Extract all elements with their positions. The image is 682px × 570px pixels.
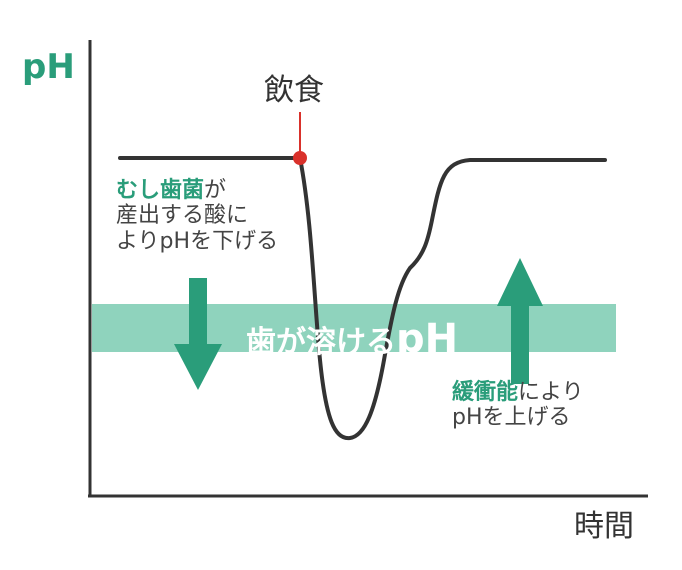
band-label: 歯が溶けるpH: [246, 316, 458, 362]
y-axis-label: pH: [22, 47, 75, 87]
ph-curve: [118, 156, 607, 441]
event-marker: [293, 151, 307, 165]
buffer-note-rest: により: [518, 380, 584, 405]
acid-note-line3: よりpHを下げる: [116, 228, 279, 254]
buffer-note: 緩衝能により pHを上げる: [452, 380, 584, 431]
event-label: 飲食: [264, 73, 324, 108]
band-label-main: 歯が溶ける: [246, 325, 396, 360]
up-arrow-icon: [497, 258, 543, 384]
buffer-note-line2: pHを上げる: [452, 405, 571, 431]
acid-note-rest: が: [204, 178, 227, 203]
acid-note-line1: むし歯菌が: [116, 178, 278, 203]
band-label-ph: pH: [396, 316, 459, 362]
x-axis-label: 時間: [574, 509, 634, 544]
down-arrow-icon: [174, 278, 222, 390]
acid-note-bold: むし歯菌: [116, 178, 205, 203]
buffer-note-bold: 緩衝能: [452, 380, 519, 405]
acid-note: むし歯菌が 産出する酸に よりpHを下げる: [116, 178, 278, 254]
buffer-note-line1: 緩衝能により: [452, 380, 584, 405]
acid-note-line2: 産出する酸に: [116, 203, 249, 229]
